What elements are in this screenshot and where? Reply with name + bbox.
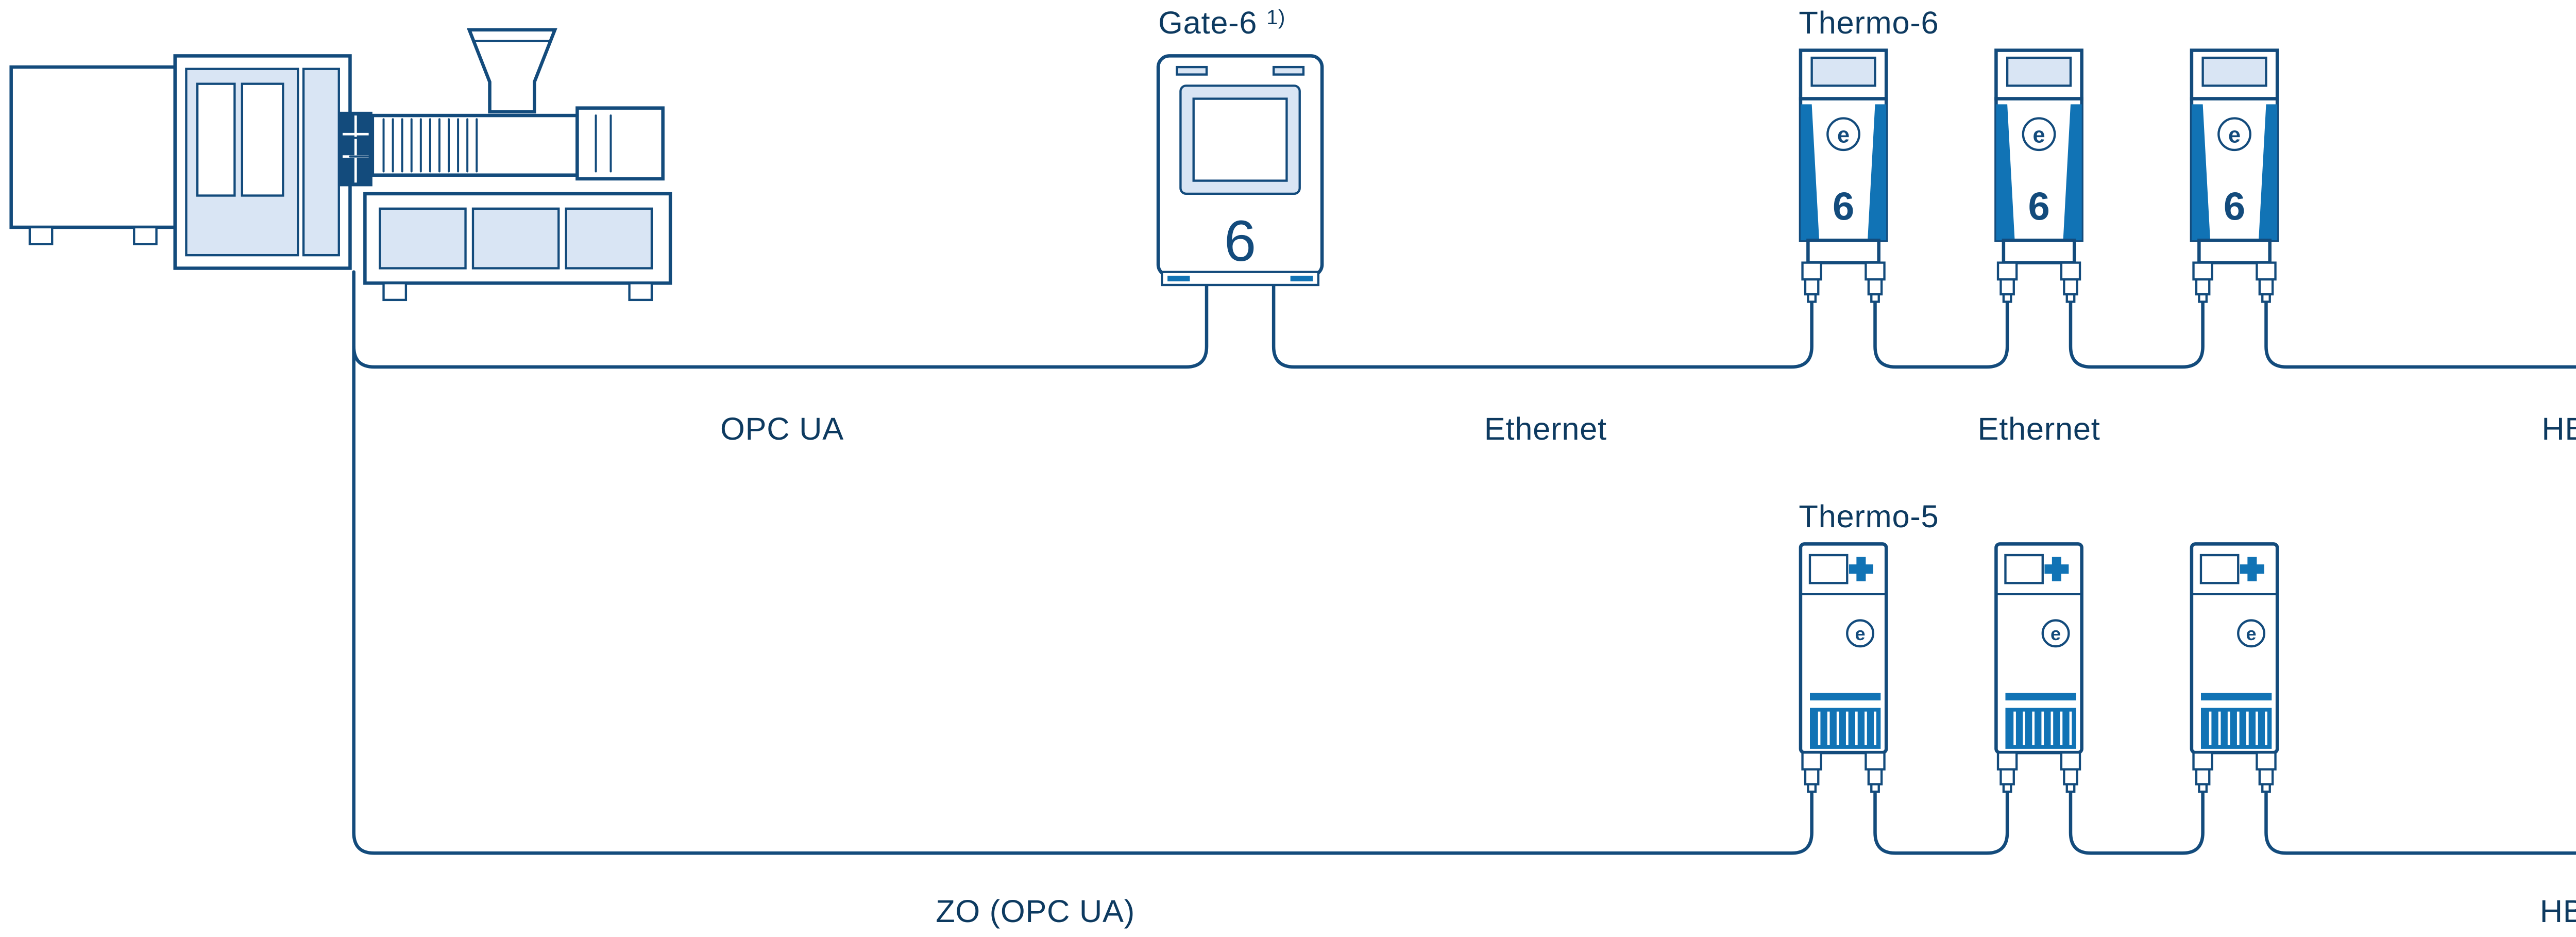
machine-base-panel <box>379 207 467 270</box>
gate6-footnote-marker: 1) <box>1266 7 1286 30</box>
injection-molding-machine <box>9 28 672 302</box>
link-hb-top <box>2264 296 2576 369</box>
bus-label-hb-top: HB <box>2541 411 2576 447</box>
bus-label-ethernet-1: Ethernet <box>1484 411 1607 447</box>
thermo6-label-text: Thermo-6 <box>1799 5 1939 41</box>
gate6-stand-accent <box>1167 275 1190 281</box>
bus-label-ethernet-2: Ethernet <box>1977 411 2100 447</box>
gate6-label-text: Gate-6 <box>1158 5 1258 41</box>
link-ethernet-3 <box>2069 296 2205 369</box>
machine-rear-panel <box>302 68 340 257</box>
machine-foot <box>133 226 158 245</box>
thermo-5-unit-1 <box>1801 544 1886 792</box>
gate6-vent <box>1176 65 1208 76</box>
thermo-5-unit-2 <box>1996 544 2081 792</box>
machine-base-panel <box>471 207 560 270</box>
machine-hopper <box>467 28 557 114</box>
machine-door-window <box>241 82 284 197</box>
machine-barrel <box>370 113 579 177</box>
machine-left-cover <box>9 65 177 229</box>
bus-label-hb-bottom: HB <box>2539 894 2576 930</box>
thermo6-label: Thermo-6 <box>1799 6 1939 43</box>
link-zo-opcua <box>352 270 1814 855</box>
gate-6-device: 6 <box>1156 54 1324 287</box>
thermo-5-unit-3 <box>2192 544 2277 792</box>
bus-label-zo-opc-ua: ZO (OPC UA) <box>936 894 1135 930</box>
gate6-numeral: 6 <box>1224 209 1256 273</box>
gate6-vent <box>1272 65 1305 76</box>
machine-door-window <box>196 82 236 197</box>
machine-heater-bands <box>382 118 478 173</box>
link-ethernet-1 <box>1272 283 1814 369</box>
bus-label-opc-ua: OPC UA <box>720 411 844 447</box>
thermo-6-unit-3 <box>2192 51 2277 302</box>
thermo-6-unit-1 <box>1801 51 1886 302</box>
gate6-screen <box>1192 97 1288 182</box>
thermo5-label-text: Thermo-5 <box>1799 499 1939 535</box>
link-opcua <box>352 283 1209 369</box>
thermo5-label: Thermo-5 <box>1799 499 1939 537</box>
machine-foot <box>28 226 54 245</box>
machine-foot <box>382 282 408 302</box>
top-bus <box>352 283 2576 369</box>
gate6-label: Gate-6 1) <box>1158 6 1285 47</box>
machine-base-panel <box>565 207 653 270</box>
machine-drive-housing <box>575 106 665 181</box>
gate6-stand-accent <box>1290 275 1313 281</box>
link-bottom-2 <box>1873 792 2009 855</box>
machine-drive-ribs <box>595 114 612 173</box>
bottom-bus <box>352 270 2576 855</box>
link-hb-bottom <box>2264 792 2576 855</box>
thermo-6-unit-2 <box>1996 51 2081 302</box>
link-ethernet-2 <box>1873 296 2009 369</box>
link-bottom-3 <box>2069 792 2205 855</box>
machine-foot <box>628 282 653 302</box>
